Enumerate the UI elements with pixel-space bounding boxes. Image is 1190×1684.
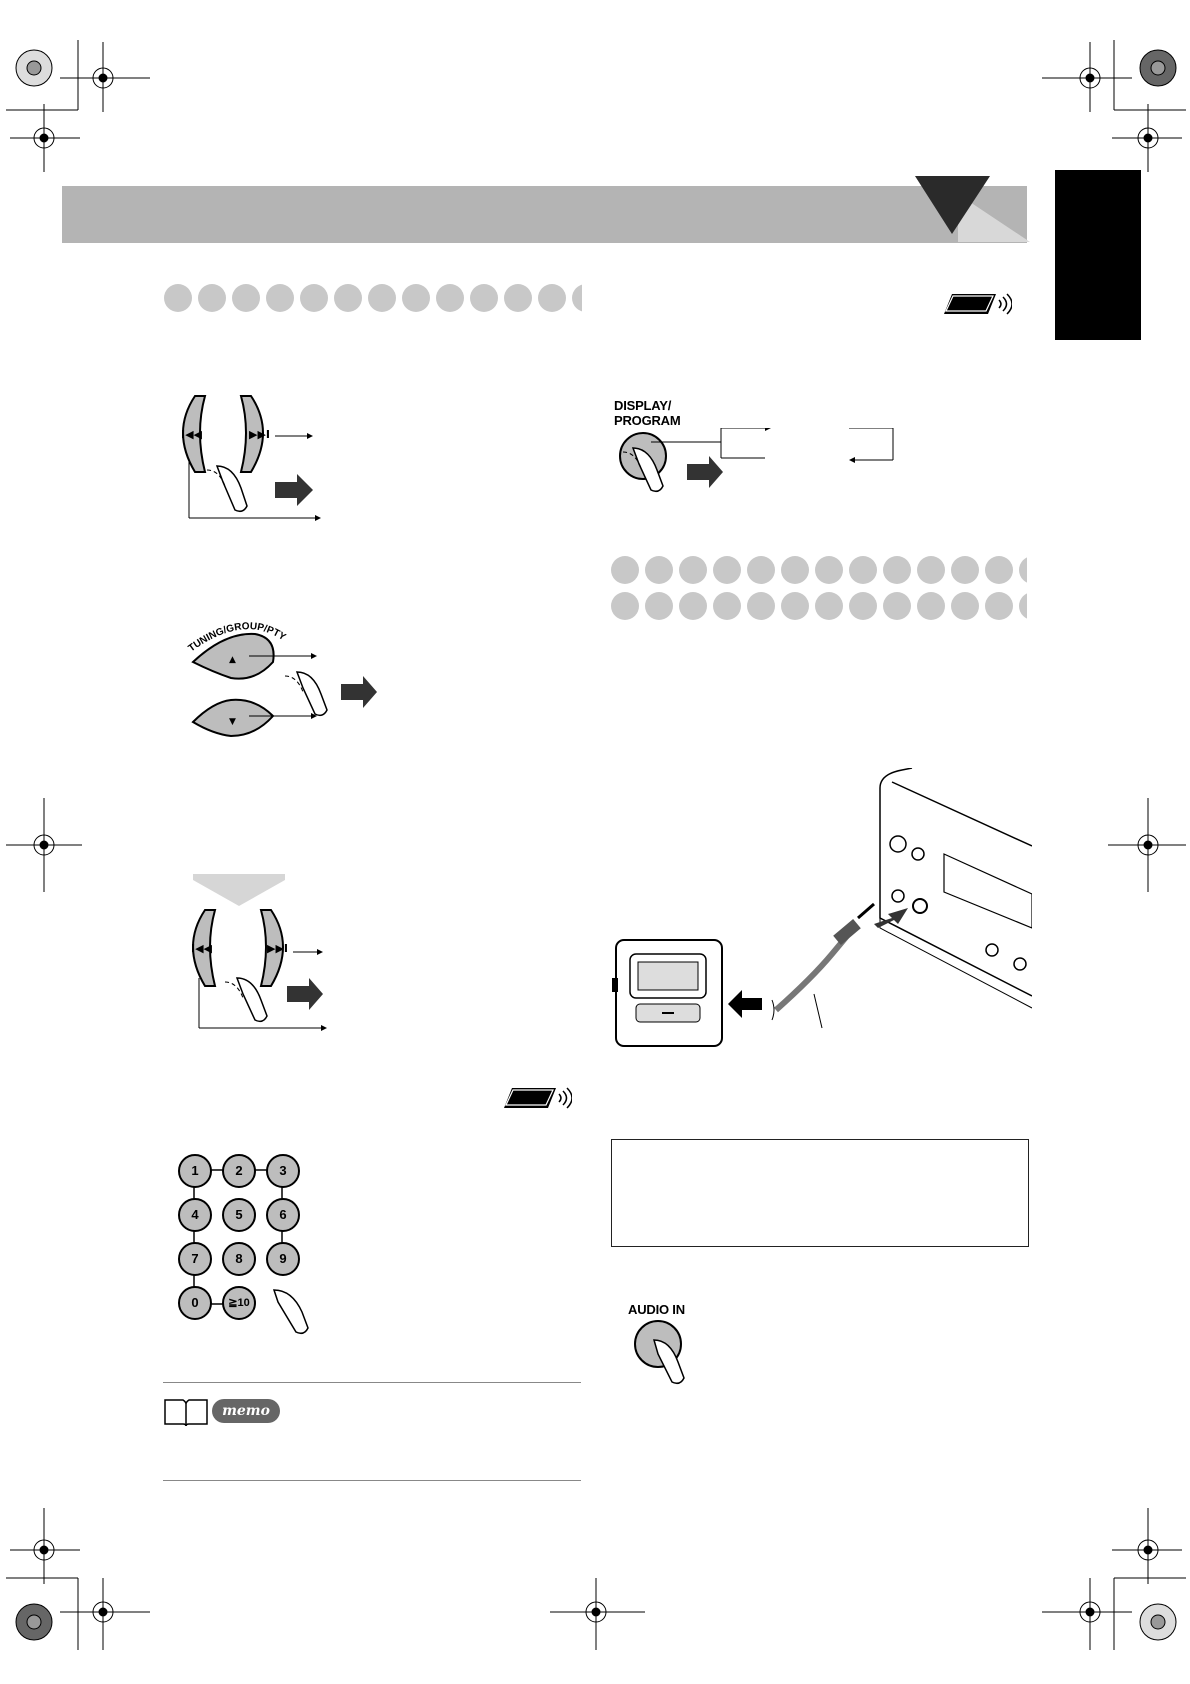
- numeric-key-button[interactable]: 6: [266, 1198, 300, 1232]
- audio-in-jack[interactable]: [912, 898, 928, 914]
- memo-badge: memo: [212, 1399, 280, 1423]
- svg-text:▶▶I: ▶▶I: [249, 428, 270, 441]
- memo-rule-top: [163, 1382, 581, 1383]
- note-box: [611, 1139, 1029, 1247]
- numeric-key-button[interactable]: 8: [222, 1242, 256, 1276]
- numeric-key-button[interactable]: 0: [178, 1286, 212, 1320]
- svg-text:▶▶I: ▶▶I: [267, 942, 288, 955]
- numeric-key-button[interactable]: 3: [266, 1154, 300, 1188]
- numeric-key-button[interactable]: 2: [222, 1154, 256, 1188]
- section-dot-row-right-2: [611, 592, 1027, 620]
- audio-connection-illustration: [612, 768, 1032, 1047]
- numeric-key-button[interactable]: 4: [178, 1198, 212, 1232]
- section-dot-row-left: [164, 284, 582, 312]
- numeric-key-button[interactable]: 5: [222, 1198, 256, 1232]
- skip-buttons-illustration-2: I◀◀ ▶▶I: [191, 874, 327, 1031]
- numeric-key-button[interactable]: ≧10: [222, 1286, 256, 1320]
- remote-control-icon-2: [504, 1087, 572, 1109]
- skip-buttons-illustration: I◀◀ ▶▶I: [181, 395, 321, 521]
- svg-text:▼: ▼: [229, 717, 236, 727]
- svg-text:▲: ▲: [229, 655, 236, 665]
- display-program-label: DISPLAY/ PROGRAM: [614, 398, 681, 428]
- numeric-key-button[interactable]: 1: [178, 1154, 212, 1188]
- power-button[interactable]: [889, 835, 907, 853]
- section-dot-row-right-1: [611, 556, 1027, 584]
- language-tab: [1055, 170, 1141, 340]
- skip-forward-button[interactable]: [239, 395, 264, 473]
- audio-in-label: AUDIO IN: [628, 1302, 685, 1317]
- finger-press-icon: [272, 1289, 309, 1335]
- section-header-band: [62, 186, 1027, 243]
- header-arrow-icon: [915, 176, 1030, 242]
- display-program-illustration: [619, 428, 894, 493]
- audio-in-illustration: [634, 1320, 685, 1385]
- memo-rule-bottom: [163, 1480, 581, 1481]
- numeric-key-button[interactable]: 7: [178, 1242, 212, 1276]
- svg-text:I◀◀: I◀◀: [191, 942, 213, 955]
- skip-back-button[interactable]: [182, 395, 207, 473]
- tuning-up-button[interactable]: [191, 632, 275, 680]
- svg-text:I◀◀: I◀◀: [181, 428, 203, 441]
- remote-control-icon: [944, 293, 1012, 315]
- book-icon: [164, 1399, 208, 1427]
- tuning-buttons-illustration: TUNING/GROUP/PTY ▲ ▼: [186, 621, 377, 738]
- numeric-key-button[interactable]: 9: [266, 1242, 300, 1276]
